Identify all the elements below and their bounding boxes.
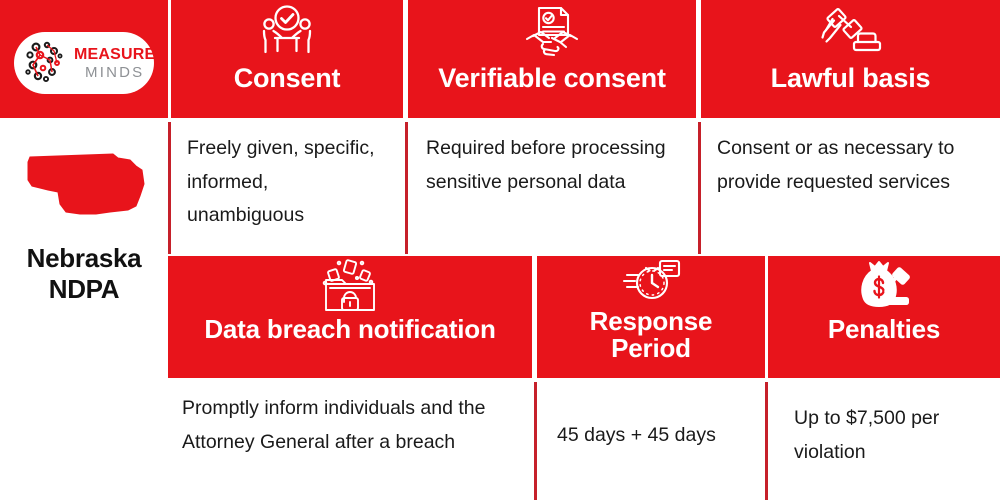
body-text: Promptly inform individuals and the Atto… — [182, 397, 486, 453]
handshake-document-check-icon — [519, 0, 585, 66]
two-people-agreement-check-icon — [252, 0, 322, 66]
body-cell-penalties: Up to $7,500 per violation — [768, 382, 1000, 500]
body-text: Required before processing sensitive per… — [426, 137, 666, 193]
logo-measure-text: MEASURE — [74, 45, 156, 63]
body-cell-verifiable-consent: Required before processing sensitive per… — [408, 122, 696, 252]
header-label: Lawful basis — [770, 63, 931, 93]
logo-cell: MEASURE MINDS — [0, 0, 168, 118]
header-cell-verifiable-consent: Verifiable consent — [408, 0, 696, 118]
body-text: Consent or as necessary to provide reque… — [717, 137, 955, 193]
divider-row1-left — [168, 122, 171, 254]
divider-row2-right — [765, 382, 768, 500]
body-cell-response-period: 45 days + 45 days — [537, 382, 765, 490]
gavel-icon — [818, 0, 884, 66]
state-title-line1: Nebraska — [26, 243, 142, 273]
header-cell-data-breach-notification: Data breach notification — [168, 256, 532, 378]
state-title-line2: NDPA — [48, 273, 120, 304]
body-cell-lawful-basis: Consent or as necessary to provide reque… — [701, 122, 1000, 252]
header-cell-response-period: Response Period — [537, 256, 765, 378]
header-label: Verifiable consent — [438, 63, 666, 93]
money-bag-gavel-icon — [853, 256, 915, 318]
body-text: 45 days + 45 days — [557, 424, 716, 447]
body-cell-consent: Freely given, specific, informed, unambi… — [171, 122, 403, 252]
state-panel: Nebraska NDPA — [0, 118, 168, 500]
header-cell-lawful-basis: Lawful basis — [701, 0, 1000, 118]
header-label: Penalties — [827, 314, 941, 344]
header-cell-consent: Consent — [171, 0, 403, 118]
dotted-network-circle-icon — [20, 36, 70, 91]
body-text: Up to $7,500 per violation — [794, 407, 940, 463]
divider-row1-right — [698, 122, 701, 254]
body-text: Freely given, specific, informed, unambi… — [187, 137, 375, 227]
folder-broken-lock-icon — [314, 256, 386, 318]
divider-row2-mid — [534, 382, 537, 500]
header-cell-penalties: Penalties — [768, 256, 1000, 378]
brand-logo: MEASURE MINDS — [14, 32, 156, 94]
state-title: Nebraska NDPA — [27, 243, 142, 304]
logo-minds-text: MINDS — [85, 63, 145, 81]
nebraska-state-map-icon — [18, 144, 150, 229]
header-label: Response Period — [589, 306, 713, 364]
divider-row1-mid — [405, 122, 408, 254]
header-label: Consent — [233, 63, 341, 93]
body-cell-data-breach-notification: Promptly inform individuals and the Atto… — [168, 382, 532, 500]
header-label: Data breach notification — [204, 314, 496, 344]
clock-document-icon — [619, 256, 683, 306]
